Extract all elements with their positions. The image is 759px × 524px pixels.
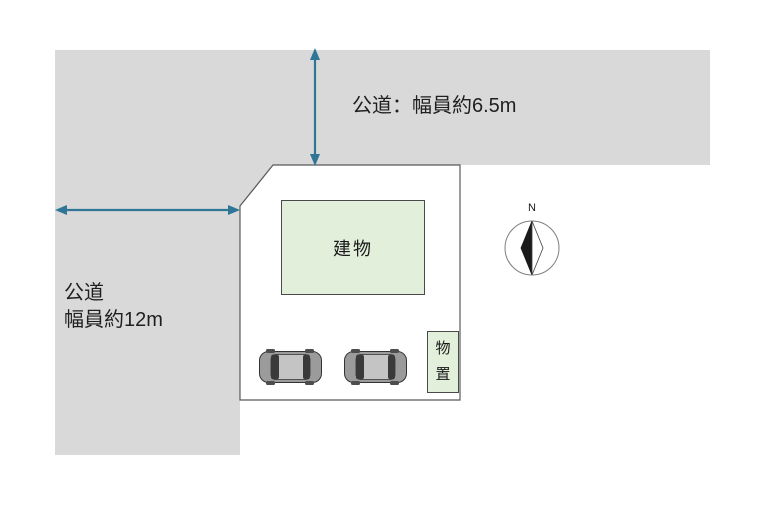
road-area-top xyxy=(55,50,710,165)
road-width-arrow-horizontal xyxy=(55,205,240,215)
storage-shed: 物置 xyxy=(427,331,459,393)
car-icon-1 xyxy=(259,348,322,386)
road-width-arrow-vertical xyxy=(310,48,320,166)
road-left-label-line2: 幅員約12m xyxy=(64,309,163,331)
building-area: 建物 xyxy=(281,200,425,295)
storage-label: 物置 xyxy=(435,340,451,383)
compass-icon xyxy=(504,220,560,276)
road-left-label: 公道 幅員約12m xyxy=(64,280,163,334)
road-top-label: 公道：幅員約6.5m xyxy=(352,95,517,117)
road-left-label-line1: 公道 xyxy=(64,282,104,304)
car-icon-2 xyxy=(344,348,407,386)
compass-north-label: N xyxy=(528,202,536,214)
road-area-left xyxy=(55,165,240,455)
building-label: 建物 xyxy=(333,238,373,259)
